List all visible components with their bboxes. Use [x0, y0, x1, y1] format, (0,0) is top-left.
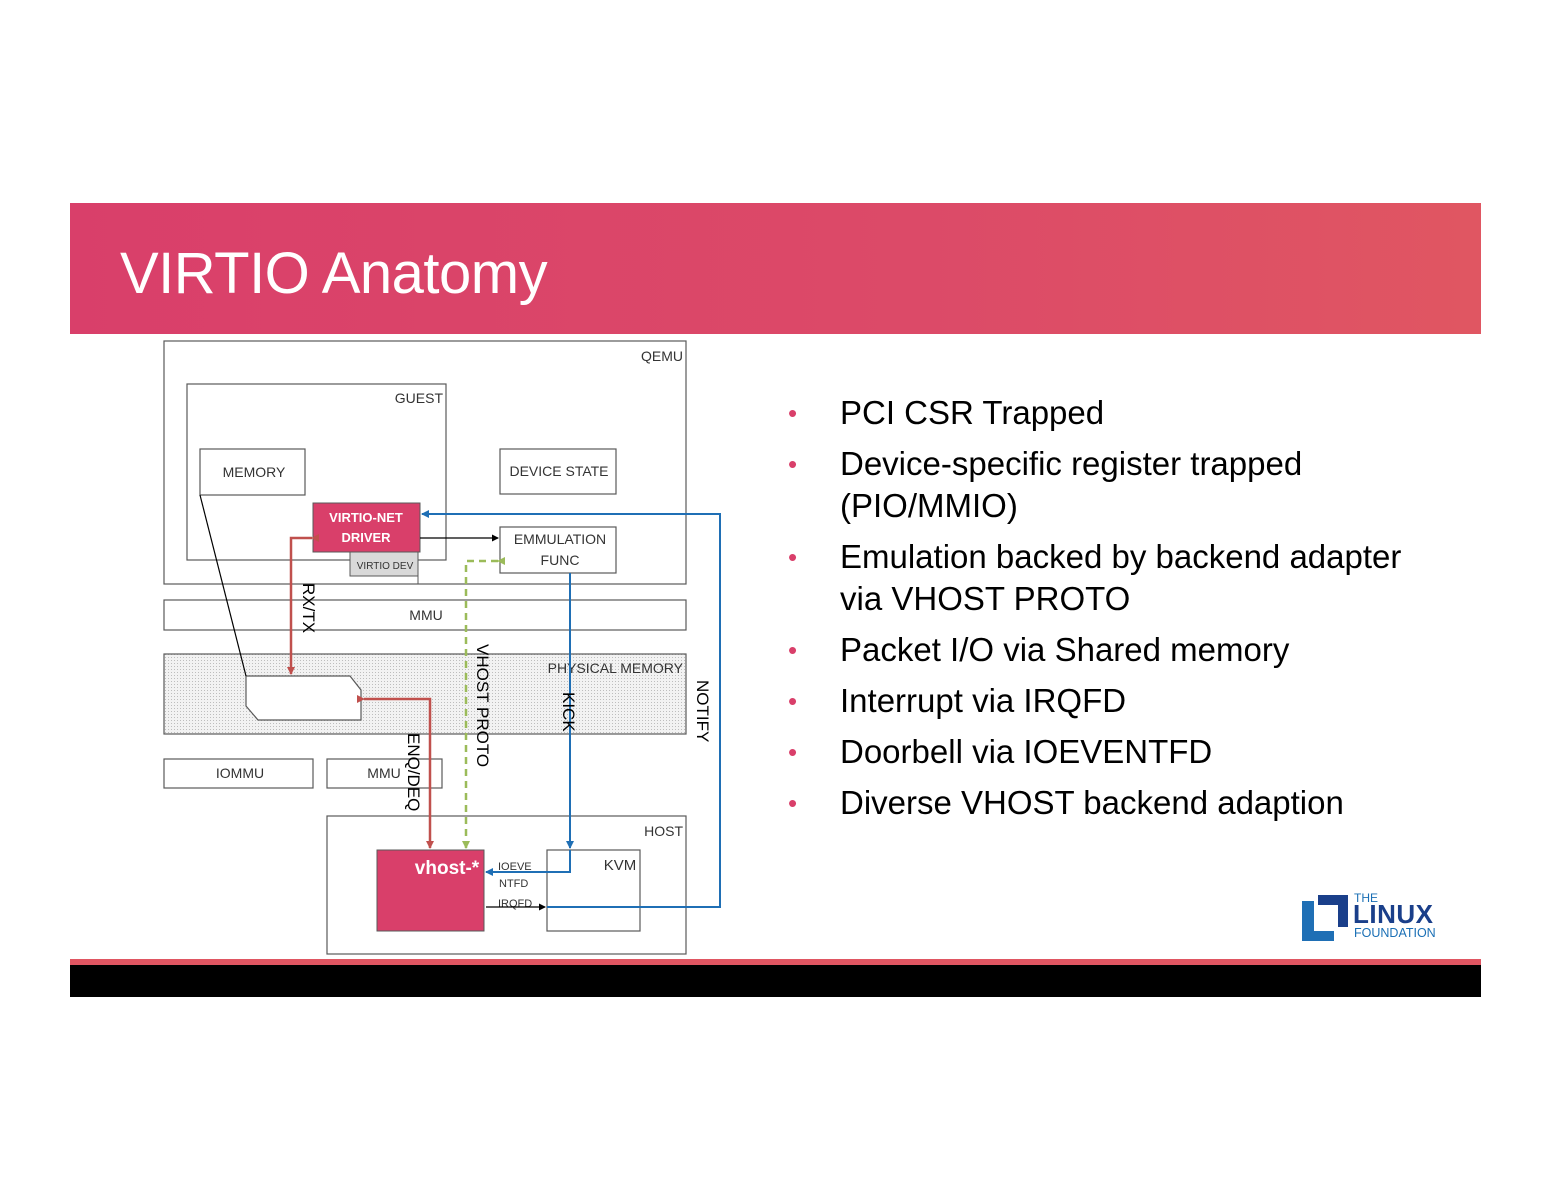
mmu-top-bar: [163, 599, 687, 631]
memory-mapping-line: [199, 494, 247, 677]
virtio-dev-box: [349, 551, 419, 577]
rxtx-arrow: [287, 534, 319, 675]
bullet-item: •Doorbell via IOEVENTFD: [785, 731, 1405, 773]
mmu-top-label: MMU: [409, 607, 442, 623]
bullet-list: •PCI CSR Trapped •Device-specific regist…: [785, 392, 1405, 833]
mmu-bottom-label: MMU: [367, 765, 400, 781]
ioeventfd-label-1: IOEVE: [498, 861, 532, 873]
host-label: HOST: [644, 823, 683, 839]
footer-accent-stripe: [70, 959, 1481, 965]
bullet-dot-icon: •: [788, 542, 798, 572]
bullet-item: •Interrupt via IRQFD: [785, 680, 1405, 722]
device-state-label: DEVICE STATE: [509, 463, 608, 479]
virtio-net-driver-label-1: VIRTIO-NET: [329, 510, 403, 525]
notify-arrow: [421, 510, 721, 908]
vhost-proto-label: VHOST PROTO: [473, 644, 492, 767]
ioeventfd-arrow: [485, 850, 571, 876]
emulation-func-box: [499, 526, 617, 574]
irqfd-label: IRQFD: [498, 898, 532, 910]
bullet-dot-icon: •: [788, 398, 798, 428]
qemu-label: QEMU: [641, 348, 683, 364]
physical-memory-label: PHYSICAL MEMORY: [548, 660, 684, 676]
iommu-box: [163, 758, 314, 789]
shared-memory-region: [245, 675, 362, 721]
memory-label: MEMORY: [223, 464, 286, 480]
logo-the: THE: [1354, 891, 1378, 905]
bullet-dot-icon: •: [788, 635, 798, 665]
title-band: VIRTIO Anatomy: [70, 203, 1481, 334]
enq-deq-arrow: [357, 695, 434, 849]
bullet-dot-icon: •: [788, 686, 798, 716]
kvm-box: [546, 849, 641, 932]
bullet-dot-icon: •: [788, 737, 798, 767]
logo-foundation: FOUNDATION: [1354, 926, 1436, 940]
kvm-label: KVM: [604, 857, 637, 874]
bullet-dot-icon: •: [788, 788, 798, 818]
bullet-item: •Emulation backed by backend adapter via…: [788, 538, 1402, 617]
guest-label: GUEST: [395, 390, 444, 406]
linux-foundation-logo: THE LINUX FOUNDATION: [1300, 891, 1450, 943]
bullet-dot-icon: •: [788, 449, 798, 479]
bullet-item: •Packet I/O via Shared memory: [785, 629, 1405, 671]
footer-band: [70, 965, 1481, 997]
rxtx-label: RX/TX: [299, 583, 318, 633]
logo-linux: LINUX: [1353, 899, 1434, 929]
vhost-box: [376, 849, 485, 932]
device-state-box: [499, 448, 617, 495]
bullet-item: •Device-specific register trapped (PIO/M…: [788, 445, 1303, 524]
virtio-net-driver-label-2: DRIVER: [341, 530, 391, 545]
notify-label: NOTIFY: [693, 680, 712, 742]
emulation-func-label-1: EMMULATION: [514, 531, 606, 547]
emulation-func-label-2: FUNC: [541, 552, 580, 568]
memory-box: [199, 448, 306, 496]
virtio-net-driver-box: [312, 502, 421, 553]
bullet-item: •PCI CSR Trapped: [785, 392, 1405, 434]
ioeventfd-label-2: NTFD: [499, 878, 528, 890]
iommu-label: IOMMU: [216, 765, 264, 781]
vhost-label: vhost-*: [415, 858, 480, 879]
slide-title: VIRTIO Anatomy: [120, 241, 548, 306]
linux-foundation-mark-icon: [1302, 895, 1348, 941]
enq-deq-label: ENQ/DEQ: [404, 733, 423, 811]
bullet-item: •Diverse VHOST backend adaption: [785, 782, 1405, 824]
kick-label: KICK: [559, 692, 578, 732]
virtio-dev-label: VIRTIO DEV: [357, 561, 414, 572]
